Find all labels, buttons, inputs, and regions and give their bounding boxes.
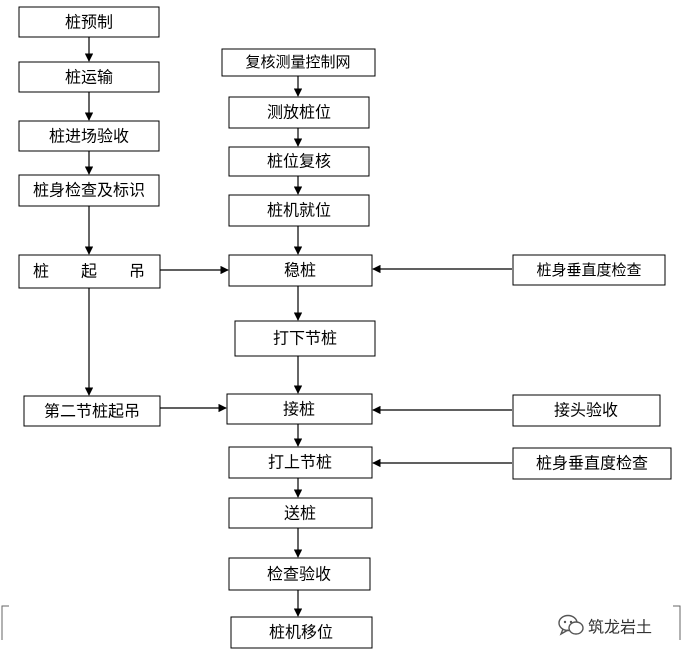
box-rig-position: 桩机就位 bbox=[228, 194, 370, 227]
label-pile-body-check: 桩身检查及标识 bbox=[33, 181, 145, 200]
label-pile-site-inspect: 桩进场验收 bbox=[49, 127, 129, 146]
box-position-review: 桩位复核 bbox=[228, 146, 370, 177]
label-survey-network-review: 复核测量控制网 bbox=[245, 53, 350, 71]
box-verticality-check-2: 桩身垂直度检查 bbox=[512, 447, 672, 480]
label-splice-pile: 接桩 bbox=[283, 400, 315, 419]
label-verticality-check-1: 桩身垂直度检查 bbox=[536, 261, 641, 279]
box-pile-prefab: 桩预制 bbox=[18, 6, 160, 38]
box-drive-lower: 打下节桩 bbox=[234, 320, 376, 357]
label-inspect-accept: 检查验收 bbox=[267, 565, 331, 584]
box-stabilize-pile: 稳桩 bbox=[228, 254, 373, 287]
corner-mark-left bbox=[1, 605, 9, 640]
watermark: 筑龙岩土 bbox=[558, 614, 652, 637]
edges bbox=[84, 37, 512, 617]
box-joint-accept: 接头验收 bbox=[512, 394, 661, 427]
label-position-review: 桩位复核 bbox=[267, 152, 331, 171]
box-second-pile-lift: 第二节桩起吊 bbox=[23, 395, 161, 427]
label-pile-lift: 桩 起 吊 bbox=[33, 262, 145, 281]
box-pile-body-check: 桩身检查及标识 bbox=[18, 174, 160, 207]
label-pile-transport: 桩运输 bbox=[65, 68, 113, 87]
label-second-pile-lift: 第二节桩起吊 bbox=[44, 402, 140, 421]
label-stabilize-pile: 稳桩 bbox=[284, 261, 316, 280]
watermark-text: 筑龙岩土 bbox=[588, 618, 652, 637]
label-stakeout: 测放桩位 bbox=[267, 103, 331, 122]
box-drive-upper: 打上节桩 bbox=[228, 446, 373, 479]
label-follower: 送桩 bbox=[284, 504, 316, 523]
label-rig-move: 桩机移位 bbox=[269, 623, 333, 642]
box-splice-pile: 接桩 bbox=[226, 393, 373, 425]
chat-bubble-icon bbox=[558, 614, 584, 636]
box-survey-network-review: 复核测量控制网 bbox=[221, 48, 376, 77]
box-pile-transport: 桩运输 bbox=[18, 61, 160, 93]
label-drive-upper: 打上节桩 bbox=[268, 453, 332, 472]
box-pile-site-inspect: 桩进场验收 bbox=[18, 120, 160, 152]
box-follower: 送桩 bbox=[228, 497, 373, 529]
label-verticality-check-2: 桩身垂直度检查 bbox=[536, 454, 648, 473]
corner-mark-right bbox=[673, 605, 681, 640]
box-inspect-accept: 检查验收 bbox=[228, 557, 371, 591]
box-rig-move: 桩机移位 bbox=[230, 616, 373, 649]
label-pile-prefab: 桩预制 bbox=[65, 13, 113, 32]
box-stakeout: 测放桩位 bbox=[228, 96, 370, 129]
label-drive-lower: 打下节桩 bbox=[273, 329, 337, 348]
label-joint-accept: 接头验收 bbox=[554, 401, 618, 420]
label-rig-position: 桩机就位 bbox=[267, 201, 331, 220]
box-pile-lift: 桩 起 吊 bbox=[18, 254, 161, 289]
box-verticality-check-1: 桩身垂直度检查 bbox=[512, 254, 666, 286]
